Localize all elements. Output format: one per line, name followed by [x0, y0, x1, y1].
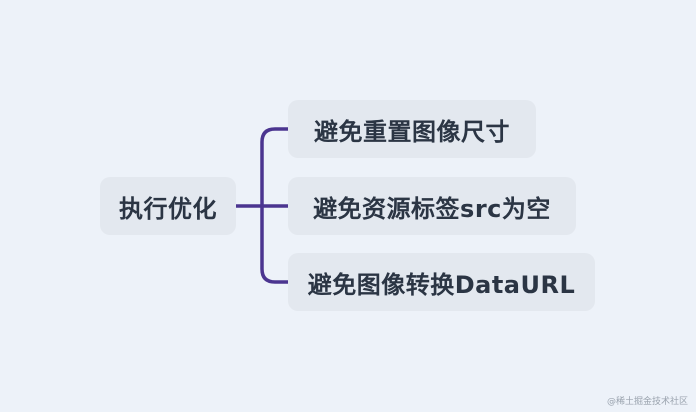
child-node-label: 避免图像转换DataURL: [307, 270, 576, 299]
watermark: @稀土掘金技术社区: [606, 397, 688, 407]
child-node-label: 避免重置图像尺寸: [314, 117, 510, 146]
child-node-avoid-empty-src[interactable]: 避免资源标签src为空: [288, 177, 576, 235]
connector-branch-1: [260, 127, 290, 208]
child-node-avoid-dataurl[interactable]: 避免图像转换DataURL: [288, 253, 595, 311]
root-node-label: 执行优化: [119, 194, 217, 223]
connector-branch-3: [260, 204, 290, 284]
child-node-label: 避免资源标签src为空: [313, 194, 551, 223]
child-node-avoid-resize[interactable]: 避免重置图像尺寸: [288, 100, 536, 158]
root-node[interactable]: 执行优化: [100, 177, 236, 235]
